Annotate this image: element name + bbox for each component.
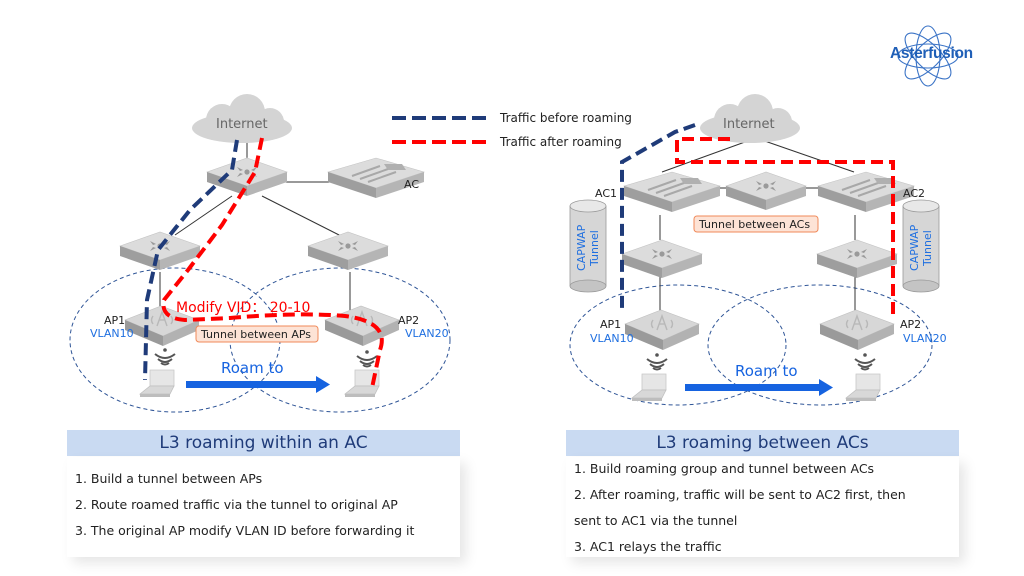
capwap-right-label-2: Tunnel (921, 230, 934, 267)
legend-after-roaming-label: Traffic after roaming (499, 135, 622, 149)
capwap-left-label-1: CAPWAP (575, 224, 588, 271)
left-panel-line-1: 1. Build a tunnel between APs (75, 471, 263, 486)
ap1-name-right: AP1 (600, 318, 621, 331)
left-diagram: Internet AC AP1 VLAN10 AP2 VLAN20 Roam t… (69, 94, 451, 413)
traffic-before-roaming-path-right (620, 123, 696, 310)
ac1-controller-icon (623, 171, 721, 213)
right-panel-line-3: sent to AC1 via the tunnel (574, 513, 738, 528)
ap2-device-icon (324, 305, 400, 347)
legend: Traffic before roaming Traffic after roa… (392, 111, 632, 149)
ap2-coverage-area-right (707, 284, 933, 406)
tunnel-between-acs-label: Tunnel between ACs (698, 218, 810, 231)
legend-before-roaming-label: Traffic before roaming (499, 111, 632, 125)
right-panel-line-4: 3. AC1 relays the traffic (574, 539, 722, 554)
laptop-after-right-icon (845, 373, 881, 402)
ap2-name: AP2 (398, 314, 419, 327)
core-router-icon (206, 157, 288, 197)
ap2-name-right: AP2 (900, 318, 921, 331)
ap2-vlan-right: VLAN20 (903, 332, 947, 345)
ap2-device-right-icon (819, 309, 895, 351)
left-panel-title: L3 roaming within an AC (67, 430, 460, 456)
roam-arrow-right (685, 379, 833, 396)
switch-left-icon (119, 231, 201, 271)
right-panel-body: 1. Build roaming group and tunnel betwee… (566, 457, 959, 557)
wifi-signal-ap1-icon (154, 347, 176, 366)
roam-label: Roam to (221, 359, 284, 377)
laptop-before-icon (139, 369, 175, 398)
ac2-label: AC2 (903, 187, 925, 200)
internet-label: Internet (216, 117, 268, 132)
switch-right-right-icon (816, 239, 898, 279)
ap1-vlan-right: VLAN10 (590, 332, 634, 345)
tunnel-between-acs-badge: Tunnel between ACs (693, 215, 819, 233)
wifi-signal-ap2-right-icon (854, 352, 876, 371)
traffic-after-roaming-path (161, 137, 384, 389)
capwap-right-label-1: CAPWAP (908, 224, 921, 271)
ac2-controller-icon (817, 171, 915, 213)
wifi-signal-ap2-icon (356, 349, 378, 368)
laptop-before-right-icon (631, 373, 667, 402)
wifi-signal-ap1-right-icon (646, 352, 668, 371)
right-panel-line-2: 2. After roaming, traffic will be sent t… (574, 487, 906, 502)
ac-label: AC (404, 178, 419, 191)
switch-right-icon (307, 231, 389, 271)
ap1-vlan: VLAN10 (90, 327, 134, 340)
switch-left-right-icon (621, 239, 703, 279)
left-panel-line-2: 2. Route roamed traffic via the tunnel t… (75, 497, 398, 512)
internet-label-right: Internet (723, 117, 775, 132)
ap2-vlan: VLAN20 (405, 327, 449, 340)
traffic-before-roaming-path (143, 139, 239, 381)
ap1-coverage-area-right (569, 284, 787, 406)
left-panel-body: 1. Build a tunnel between APs 2. Route r… (67, 457, 460, 557)
right-diagram: Internet AC1 AC2 Tunnel between ACs CAPW… (569, 94, 947, 406)
logo-text: Asterfusion (890, 45, 973, 62)
tunnel-between-aps-badge: Tunnel between APs (195, 325, 319, 343)
tunnel-between-aps-label: Tunnel between APs (200, 328, 311, 341)
ap1-device-right-icon (624, 309, 700, 351)
right-panel-line-1: 1. Build roaming group and tunnel betwee… (574, 461, 875, 476)
core-router-right-icon (725, 171, 807, 211)
left-panel-line-3: 3. The original AP modify VLAN ID before… (75, 523, 415, 538)
traffic-after-roaming-path-right (675, 137, 895, 315)
ap1-name: AP1 (104, 314, 125, 327)
modify-vid-label: Modify VID： 20-10 (176, 300, 310, 316)
asterfusion-logo-icon (897, 25, 959, 87)
ac1-label: AC1 (595, 187, 617, 200)
roam-arrow (186, 376, 330, 393)
roam-label-right: Roam to (735, 362, 798, 380)
right-panel-title: L3 roaming between ACs (566, 430, 959, 456)
capwap-left-label-2: Tunnel (588, 230, 601, 267)
